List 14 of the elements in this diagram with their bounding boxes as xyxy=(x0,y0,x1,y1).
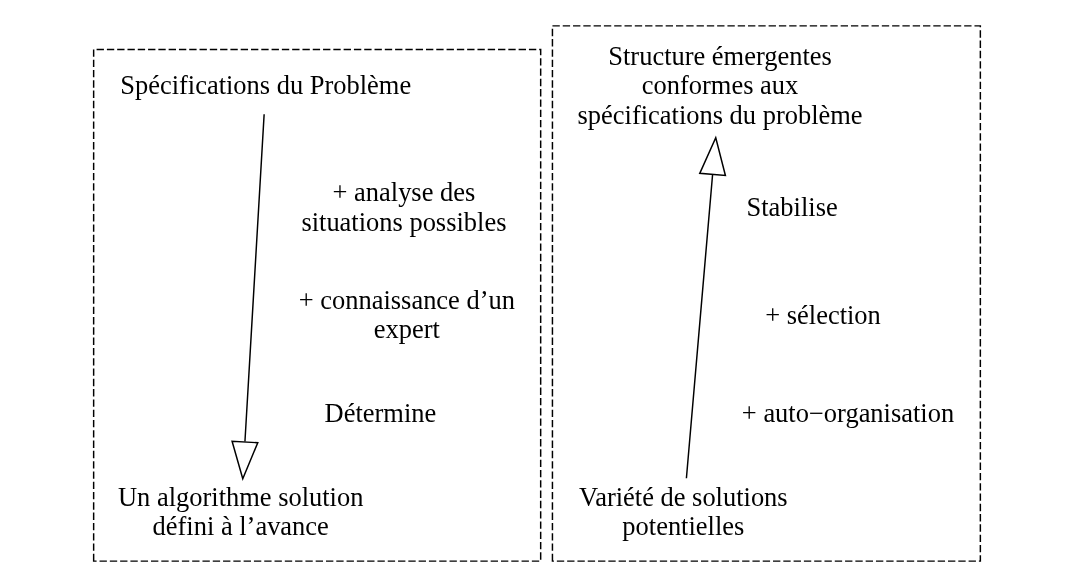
label: + auto−organisation xyxy=(741,398,955,429)
arrow xyxy=(231,113,265,481)
node-text: Structure émergentes conformes aux spécifications du problème xyxy=(577,40,863,130)
label: + sélection xyxy=(765,299,881,330)
label: + connaissance d’un expert xyxy=(298,284,515,345)
cluster xyxy=(92,48,542,562)
node-text: Spécifications du Problème xyxy=(120,70,412,101)
label: Stabilise xyxy=(746,192,838,223)
cluster xyxy=(551,25,982,562)
label: + analyse des situations possibles xyxy=(301,177,507,237)
node-text: Variété de solutions potentielles xyxy=(578,481,788,542)
node-text: Un algorithme solution défini à l’avance xyxy=(117,481,364,542)
label: Détermine xyxy=(324,398,437,429)
arrow xyxy=(685,135,727,480)
